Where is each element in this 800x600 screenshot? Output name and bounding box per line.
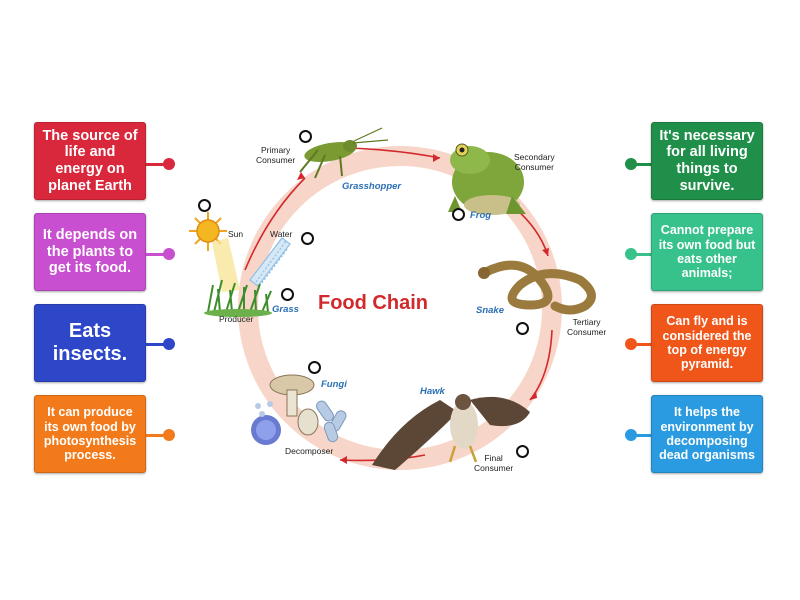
card-hawk-text: Can fly and is considered the top of ene… — [662, 314, 752, 372]
sunlight-beam — [212, 238, 240, 292]
sun-icon — [189, 212, 227, 251]
drop-target-frog[interactable] — [452, 208, 465, 221]
card-grasshopper-connector — [146, 253, 168, 256]
label-primary-consumer: Primary Consumer — [256, 145, 296, 165]
card-snake[interactable]: Cannot prepare its own food but eats oth… — [651, 213, 763, 291]
drop-target-grass[interactable] — [281, 288, 294, 301]
card-fungi-text: It helps the environment by decomposing … — [659, 405, 755, 463]
card-sun[interactable]: The source of life and energy on planet … — [34, 122, 146, 200]
name-frog: Frog — [470, 210, 492, 221]
card-frog[interactable]: Eats insects. — [34, 304, 146, 382]
card-grass-pin[interactable] — [163, 429, 175, 441]
drop-target-hawk[interactable] — [516, 445, 529, 458]
diagram-title: Food Chain — [318, 292, 428, 314]
snake-icon — [481, 260, 596, 315]
card-sun-text: The source of life and energy on planet … — [42, 127, 138, 194]
card-grasshopper[interactable]: It depends on the plants to get its food… — [34, 213, 146, 291]
fungi-icon — [251, 374, 347, 445]
drop-target-sun[interactable] — [198, 199, 211, 212]
label-secondary-consumer: Secondary Consumer — [514, 152, 555, 172]
card-grasshopper-text: It depends on the plants to get its food… — [42, 226, 138, 277]
label-tertiary-consumer: Tertiary Consumer — [567, 317, 607, 337]
name-grass: Grass — [272, 304, 299, 315]
card-sun-connector — [146, 163, 168, 166]
card-frog-pin[interactable] — [163, 338, 175, 350]
water-icon — [249, 237, 291, 287]
frog-icon — [448, 143, 526, 215]
label-sun: Sun — [228, 229, 244, 239]
grass-icon — [207, 279, 272, 313]
arrow-heads — [297, 154, 549, 464]
drop-target-snake[interactable] — [516, 322, 529, 335]
name-grasshopper: Grasshopper — [342, 181, 402, 192]
card-water[interactable]: It's necessary for all living things to … — [651, 122, 763, 200]
card-grass[interactable]: It can produce its own food by photosynt… — [34, 395, 146, 473]
card-grasshopper-pin[interactable] — [163, 248, 175, 260]
card-hawk[interactable]: Can fly and is considered the top of ene… — [651, 304, 763, 382]
card-fungi-connector — [630, 434, 652, 437]
grass-ground — [204, 309, 272, 317]
card-fungi[interactable]: It helps the environment by decomposing … — [651, 395, 763, 473]
drop-target-fungi[interactable] — [308, 361, 321, 374]
card-grass-connector — [146, 434, 168, 437]
card-grass-text: It can produce its own food by photosynt… — [43, 405, 137, 463]
label-decomposer: Decomposer — [285, 446, 334, 456]
label-water: Water — [270, 229, 293, 239]
card-water-connector — [630, 163, 652, 166]
label-producer: Producer — [219, 314, 254, 324]
name-fungi: Fungi — [321, 379, 347, 390]
hawk-icon — [372, 394, 530, 470]
snake-head — [478, 267, 490, 279]
card-hawk-connector — [630, 343, 652, 346]
grasshopper-icon — [299, 127, 389, 179]
card-frog-connector — [146, 343, 168, 346]
drop-target-water[interactable] — [301, 232, 314, 245]
name-hawk: Hawk — [420, 386, 445, 397]
card-snake-text: Cannot prepare its own food but eats oth… — [658, 223, 756, 281]
drop-target-grasshopper[interactable] — [299, 130, 312, 143]
card-water-text: It's necessary for all living things to … — [659, 127, 755, 194]
name-snake: Snake — [476, 305, 504, 316]
card-sun-pin[interactable] — [163, 158, 175, 170]
card-frog-text: Eats insects. — [52, 320, 128, 365]
label-final-consumer: Final Consumer — [474, 453, 514, 473]
card-snake-connector — [630, 253, 652, 256]
